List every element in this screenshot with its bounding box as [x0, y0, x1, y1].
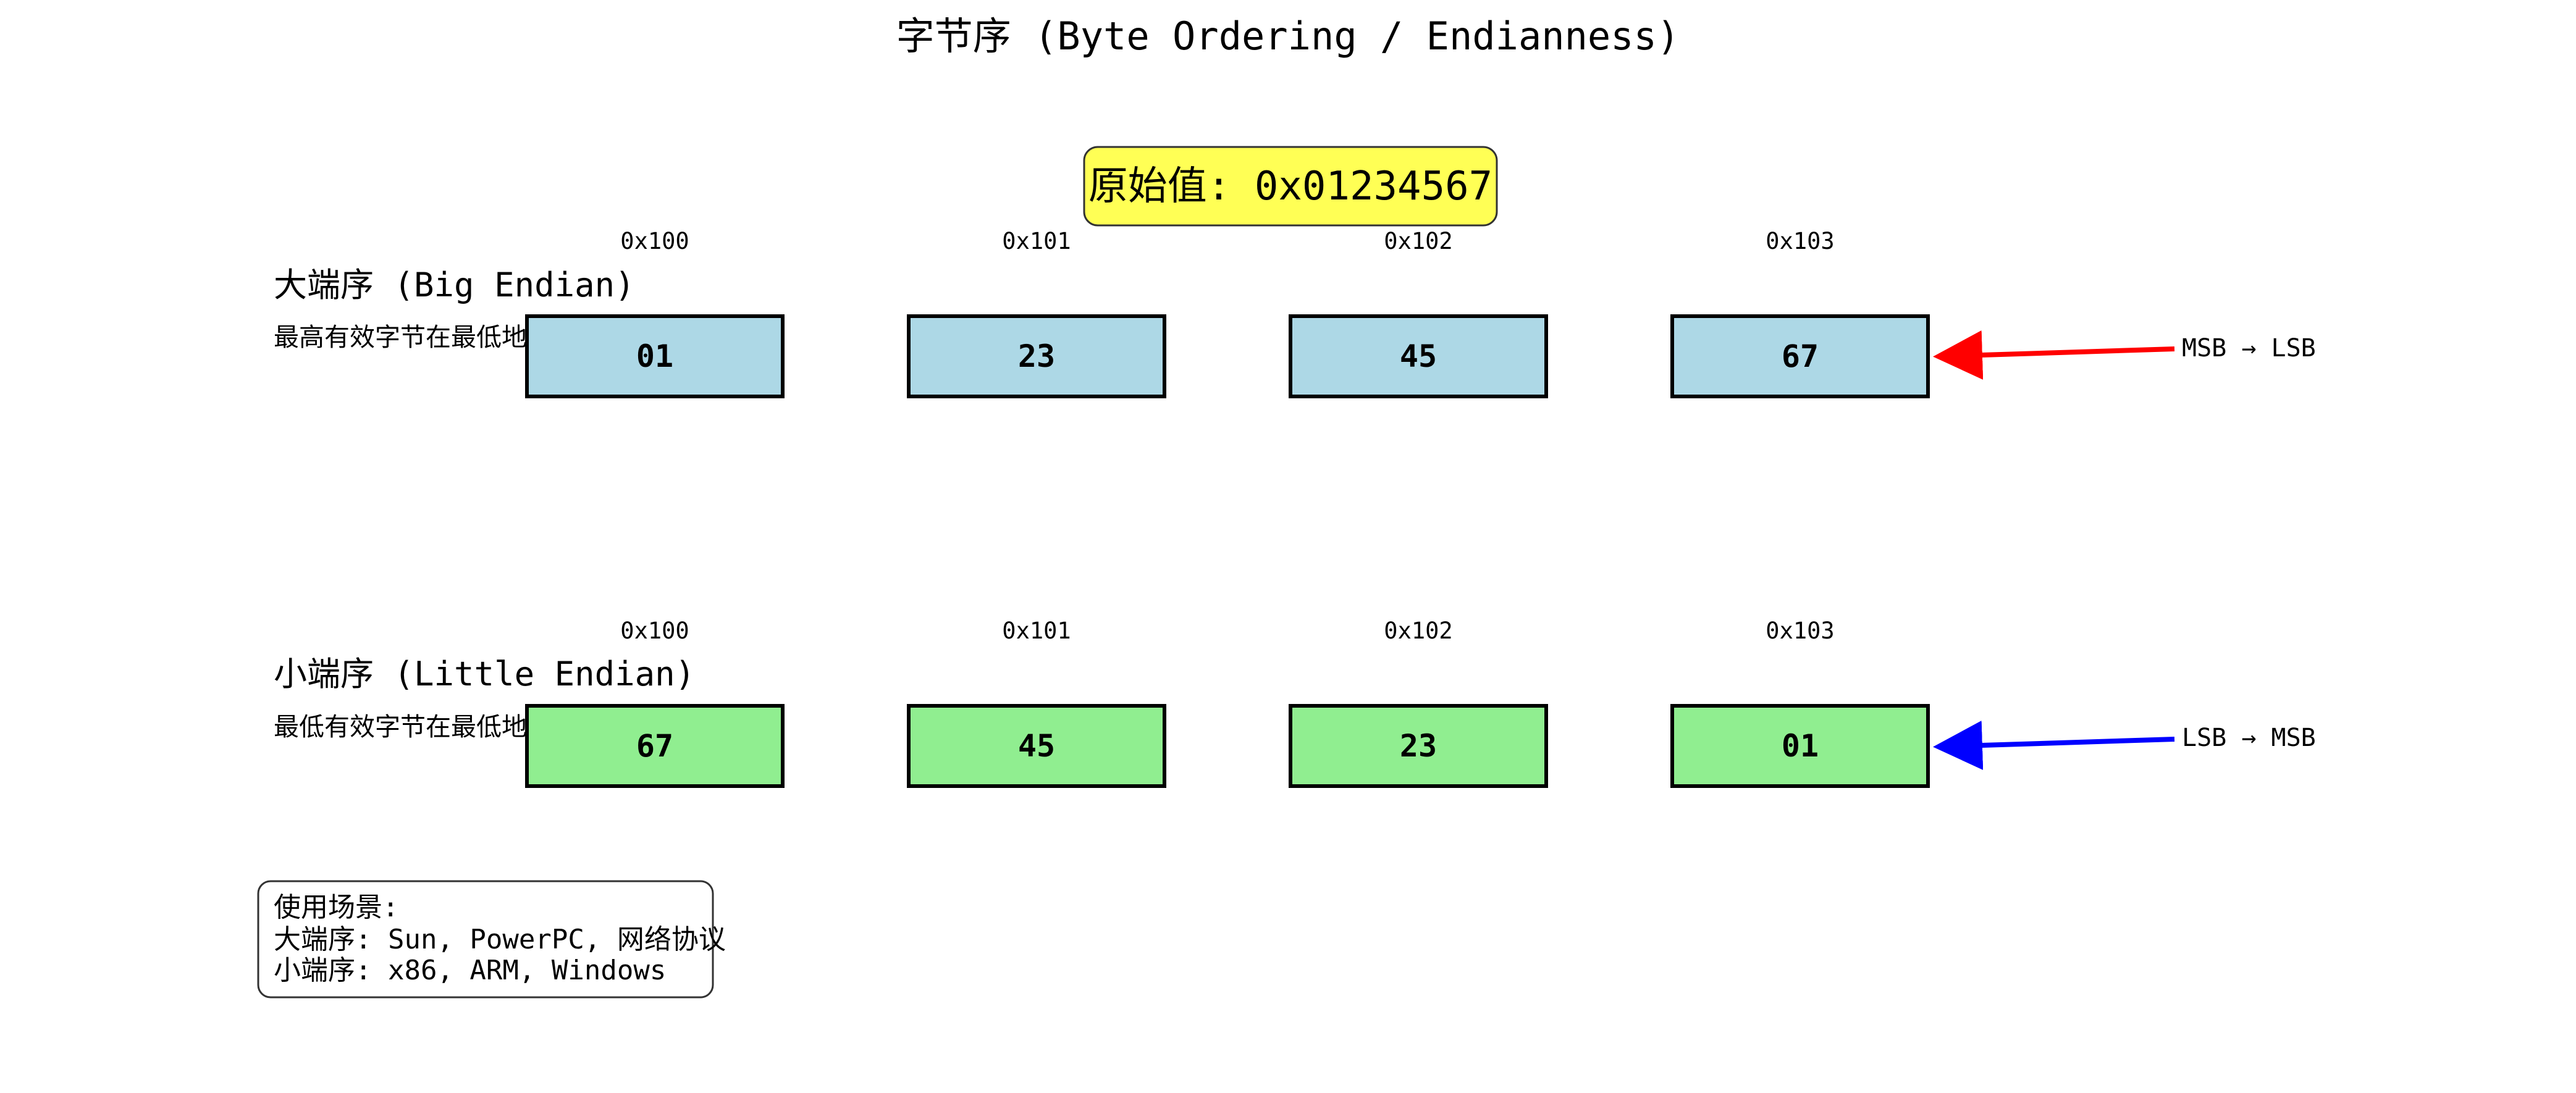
original-value-box [1083, 146, 1498, 227]
big-endian-address: 0x103 [1766, 228, 1834, 254]
big-endian-byte-box [907, 314, 1166, 398]
big-endian-byte-value: 01 [636, 338, 673, 374]
big-endian-byte-box [525, 314, 785, 398]
little-endian-byte-box [907, 704, 1166, 788]
little-endian-address: 0x103 [1766, 618, 1834, 644]
big-endian-desc: 最高有效字节在最低地址 [274, 322, 552, 352]
diagram-title: 字节序 (Byte Ordering / Endianness) [896, 14, 1680, 59]
little-endian-arrow [1933, 720, 2175, 770]
little-endian-address: 0x102 [1384, 618, 1452, 644]
usage-notes-heading: 使用场景: [274, 892, 399, 923]
big-endian-byte-box [1670, 314, 1930, 398]
little-endian-address: 0x101 [1002, 618, 1071, 644]
big-endian-byte-value: 45 [1400, 338, 1437, 374]
little-endian-byte-value: 23 [1400, 728, 1437, 764]
big-endian-title: 大端序 (Big Endian) [274, 266, 635, 304]
little-endian-row: 0x100 0x101 0x102 0x103 67 45 23 01 [525, 618, 1930, 788]
little-endian-byte-value: 45 [1018, 728, 1055, 764]
little-endian-byte-box [1289, 704, 1548, 788]
little-endian-byte-box [525, 704, 785, 788]
little-endian-byte-box [1670, 704, 1930, 788]
big-endian-byte-value: 67 [1782, 338, 1819, 374]
big-endian-arrow-label: MSB → LSB [2182, 334, 2316, 362]
little-endian-byte-value: 67 [636, 728, 673, 764]
usage-notes-box [257, 880, 714, 999]
original-value-label: 原始值: 0x01234567 [1088, 164, 1492, 209]
little-endian-address: 0x100 [620, 618, 689, 644]
big-endian-address: 0x100 [620, 228, 689, 254]
big-endian-byte-value: 23 [1018, 338, 1055, 374]
little-endian-desc: 最低有效字节在最低地址 [274, 712, 552, 742]
usage-notes-line-little: 小端序: x86, ARM, Windows [274, 955, 666, 986]
big-endian-row: 0x100 0x101 0x102 0x103 01 23 45 67 [525, 228, 1930, 398]
big-endian-arrow [1933, 330, 2175, 380]
big-endian-byte-box [1289, 314, 1548, 398]
little-endian-arrow-label: LSB → MSB [2182, 724, 2316, 752]
big-endian-address: 0x101 [1002, 228, 1071, 254]
big-endian-address: 0x102 [1384, 228, 1452, 254]
usage-notes-line-big: 大端序: Sun, PowerPC, 网络协议 [274, 924, 726, 955]
little-endian-byte-value: 01 [1782, 728, 1819, 764]
little-endian-title: 小端序 (Little Endian) [274, 655, 695, 693]
